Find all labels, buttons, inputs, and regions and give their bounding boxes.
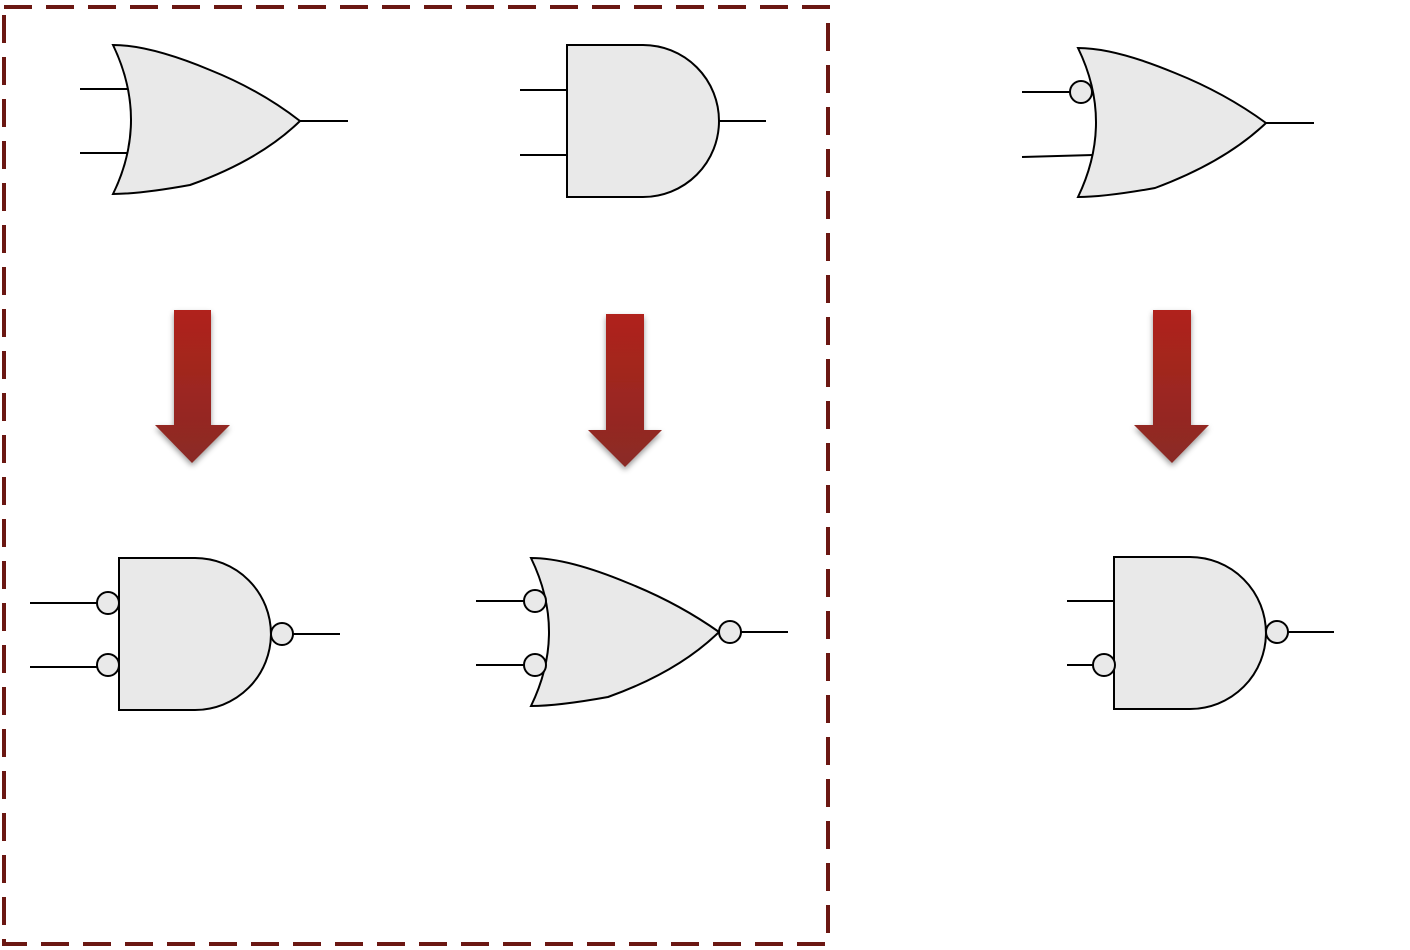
inverter-bubble [523, 653, 547, 677]
inverter-bubble [523, 589, 547, 613]
or-gate-inverted-inputs-output [476, 556, 788, 708]
or-gate [80, 43, 348, 196]
inverter-bubble [718, 620, 742, 644]
or-gate-inverted-input [1021, 46, 1314, 199]
inverter-bubble [1069, 80, 1093, 104]
down-arrow [588, 314, 662, 467]
inverter-bubble [96, 653, 120, 677]
down-arrow [155, 310, 230, 463]
inverter-bubble [1092, 653, 1116, 677]
and-gate [520, 44, 766, 198]
inverter-bubble [96, 591, 120, 615]
inverter-bubble [270, 622, 294, 646]
down-arrow [1134, 310, 1209, 463]
inverter-bubble [1265, 620, 1289, 644]
and-gate-inverted-input-output [1067, 556, 1334, 710]
and-gate-inverted-inputs-output [30, 557, 340, 711]
